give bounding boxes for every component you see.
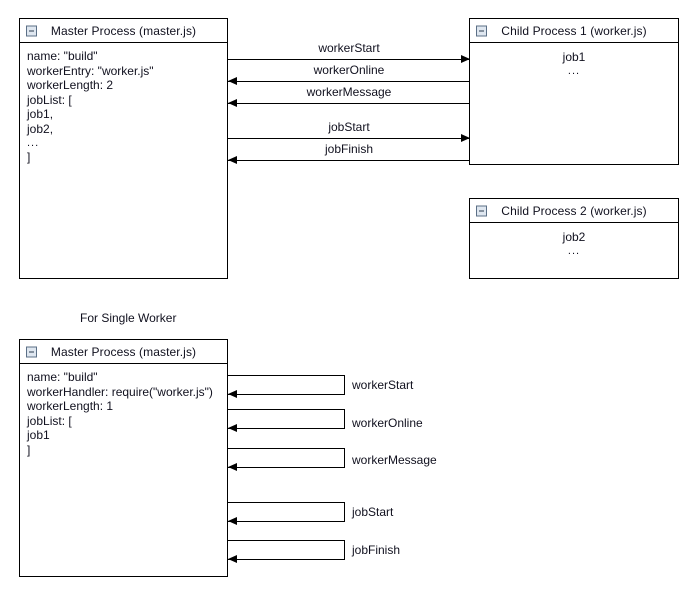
- collapse-minus-icon[interactable]: [26, 346, 37, 357]
- body-line: name: "build": [27, 370, 98, 384]
- body-line: jobList: [: [27, 92, 72, 107]
- arrow-head-left-jobFinish-single: [228, 555, 237, 563]
- arrow-head-left-workerOnline: [228, 77, 237, 85]
- body-line: ]: [27, 149, 31, 164]
- message-label-workerOnline: workerOnline: [313, 63, 385, 77]
- body-line: job1,: [27, 107, 54, 122]
- arrow-head-right-jobStart: [461, 134, 470, 142]
- body-line: job1: [27, 428, 50, 443]
- body-line: job1: [562, 50, 586, 64]
- child-process-1-box[interactable]: Child Process 1 (worker.js) job1 ...: [469, 18, 679, 165]
- arrow-head-left-workerMessage: [228, 99, 237, 107]
- arrow-head-left-workerStart-single: [228, 390, 237, 398]
- child-process-2-body: job2 ...: [470, 223, 678, 258]
- section-caption-single-worker: For Single Worker: [80, 311, 177, 325]
- body-line-ellipsis: ...: [27, 136, 40, 149]
- master-process-box-multi[interactable]: Master Process (master.js) name: "build"…: [19, 18, 228, 279]
- loop-label-workerStart: workerStart: [352, 378, 414, 392]
- loop-label-workerMessage: workerMessage: [352, 453, 437, 467]
- arrow-head-left-jobStart-single: [228, 517, 237, 525]
- arrow-head-left-jobFinish: [228, 156, 237, 164]
- message-line-workerMessage: [228, 103, 470, 104]
- body-line: workerLength: 1: [27, 399, 114, 414]
- master-process-body-single: name: "build" workerHandler: require("wo…: [20, 364, 227, 458]
- loop-label-jobFinish: jobFinish: [352, 543, 401, 557]
- message-line-workerStart: [228, 59, 470, 60]
- master-process-box-single[interactable]: Master Process (master.js) name: "build"…: [19, 339, 228, 577]
- message-line-workerOnline: [228, 81, 470, 82]
- body-line: ]: [27, 442, 31, 457]
- body-line-ellipsis: ...: [567, 244, 581, 257]
- body-line: job2: [562, 230, 586, 244]
- arrow-head-left-workerOnline-single: [228, 424, 237, 432]
- self-loop-workerStart: [228, 375, 345, 395]
- child-process-1-body: job1 ...: [470, 43, 678, 78]
- message-line-jobFinish: [228, 160, 470, 161]
- collapse-minus-icon[interactable]: [476, 205, 487, 216]
- child-process-2-title: Child Process 2 (worker.js): [501, 203, 647, 218]
- self-loop-jobFinish: [228, 540, 345, 560]
- body-line: name: "build": [27, 49, 98, 63]
- master-process-title-single: Master Process (master.js): [50, 344, 197, 359]
- loop-label-jobStart: jobStart: [352, 505, 394, 519]
- master-process-body-multi: name: "build" workerEntry: "worker.js" w…: [20, 43, 227, 164]
- arrow-head-left-workerMessage-single: [228, 463, 237, 471]
- self-loop-jobStart: [228, 502, 345, 522]
- body-line: job2,: [27, 121, 54, 136]
- collapse-minus-icon[interactable]: [26, 25, 37, 36]
- message-label-jobFinish: jobFinish: [324, 142, 374, 156]
- child-process-1-title: Child Process 1 (worker.js): [501, 23, 647, 38]
- message-label-workerStart: workerStart: [318, 41, 380, 55]
- body-line: jobList: [: [27, 413, 72, 428]
- loop-label-workerOnline: workerOnline: [352, 416, 423, 430]
- body-line-ellipsis: ...: [567, 64, 581, 77]
- self-loop-workerOnline: [228, 409, 345, 429]
- message-line-jobStart: [228, 138, 470, 139]
- self-loop-workerMessage: [228, 448, 345, 468]
- master-process-title-multi: Master Process (master.js): [50, 23, 197, 38]
- child-process-2-header: Child Process 2 (worker.js): [470, 199, 678, 223]
- message-label-jobStart: jobStart: [328, 120, 370, 134]
- body-line: workerEntry: "worker.js": [27, 63, 154, 78]
- child-process-1-header: Child Process 1 (worker.js): [470, 19, 678, 43]
- collapse-minus-icon[interactable]: [476, 25, 487, 36]
- master-process-header-single: Master Process (master.js): [20, 340, 227, 364]
- arrow-head-right-workerStart: [461, 55, 470, 63]
- child-process-2-box[interactable]: Child Process 2 (worker.js) job2 ...: [469, 198, 679, 279]
- body-line: workerLength: 2: [27, 78, 114, 93]
- body-line: workerHandler: require("worker.js"): [27, 384, 213, 399]
- message-label-workerMessage: workerMessage: [306, 85, 392, 99]
- master-process-header-multi: Master Process (master.js): [20, 19, 227, 43]
